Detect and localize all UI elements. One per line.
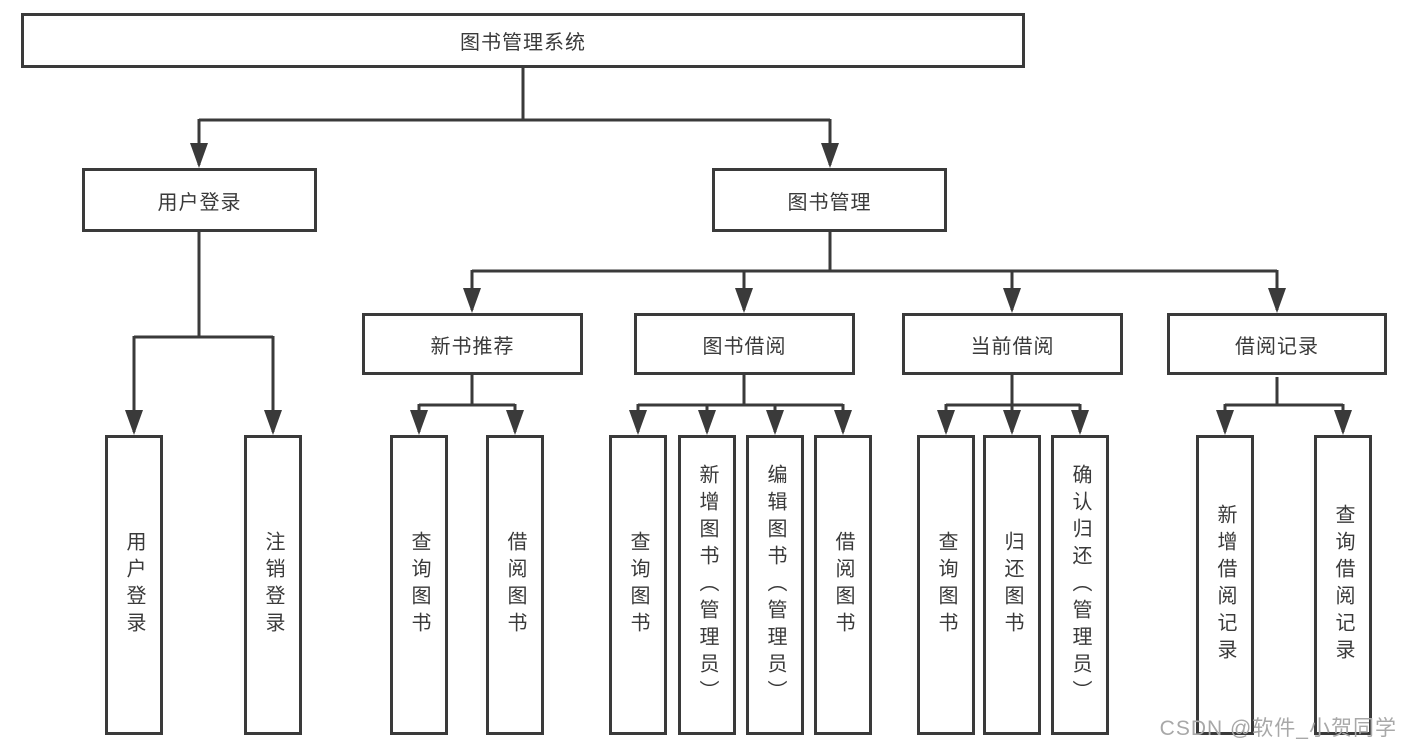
csdn-watermark: CSDN @软件_小贺同学	[1159, 717, 1397, 740]
leaf-borrow-books: 借阅图书	[814, 435, 872, 735]
node-user-login: 用户登录	[82, 168, 317, 232]
leaf-borrow-query-books-label: 查询图书	[627, 531, 649, 639]
leaf-edit-books-admin: 编辑图书（管理员）	[746, 435, 804, 735]
node-book-management: 图书管理	[712, 168, 947, 232]
node-root-label: 图书管理系统	[460, 32, 586, 54]
leaf-user-login: 用户登录	[105, 435, 163, 735]
leaf-logout-label: 注销登录	[262, 531, 284, 639]
leaf-return-books: 归还图书	[983, 435, 1041, 735]
node-new-book-recommend-label: 新书推荐	[430, 335, 515, 358]
leaf-confirm-return-admin: 确认归还（管理员）	[1051, 435, 1109, 735]
leaf-edit-books-admin-label: 编辑图书（管理员）	[764, 463, 786, 707]
leaf-logout: 注销登录	[244, 435, 302, 735]
leaf-current-query-books: 查询图书	[917, 435, 975, 735]
node-borrow-records-label: 借阅记录	[1235, 335, 1319, 358]
leaf-add-borrow-record-label: 新增借阅记录	[1214, 504, 1236, 666]
leaf-add-books-admin-label: 新增图书（管理员）	[696, 463, 718, 707]
leaf-return-books-label: 归还图书	[1001, 531, 1023, 639]
node-current-borrow-label: 当前借阅	[970, 335, 1055, 358]
leaf-current-query-books-label: 查询图书	[935, 531, 957, 639]
node-current-borrow: 当前借阅	[902, 313, 1123, 375]
leaf-recommend-borrow-books: 借阅图书	[486, 435, 544, 735]
node-new-book-recommend: 新书推荐	[362, 313, 583, 375]
leaf-add-books-admin: 新增图书（管理员）	[678, 435, 736, 735]
leaf-query-borrow-record-label: 查询借阅记录	[1332, 504, 1354, 666]
leaf-query-borrow-record: 查询借阅记录	[1314, 435, 1372, 735]
arrowhead-icons	[125, 143, 1352, 435]
node-root: 图书管理系统	[21, 13, 1025, 68]
node-book-borrow-label: 图书借阅	[702, 335, 787, 358]
leaf-borrow-query-books: 查询图书	[609, 435, 667, 735]
node-user-login-label: 用户登录	[157, 191, 242, 214]
leaf-recommend-query-books-label: 查询图书	[408, 531, 430, 639]
leaf-user-login-label: 用户登录	[123, 531, 145, 639]
node-book-management-label: 图书管理	[787, 191, 872, 214]
leaf-add-borrow-record: 新增借阅记录	[1196, 435, 1254, 735]
leaf-recommend-borrow-books-label: 借阅图书	[504, 531, 526, 639]
leaf-recommend-query-books: 查询图书	[390, 435, 448, 735]
leaf-borrow-books-label: 借阅图书	[832, 531, 854, 639]
node-book-borrow: 图书借阅	[634, 313, 855, 375]
leaf-confirm-return-admin-label: 确认归还（管理员）	[1069, 463, 1091, 707]
node-borrow-records: 借阅记录	[1167, 313, 1387, 375]
